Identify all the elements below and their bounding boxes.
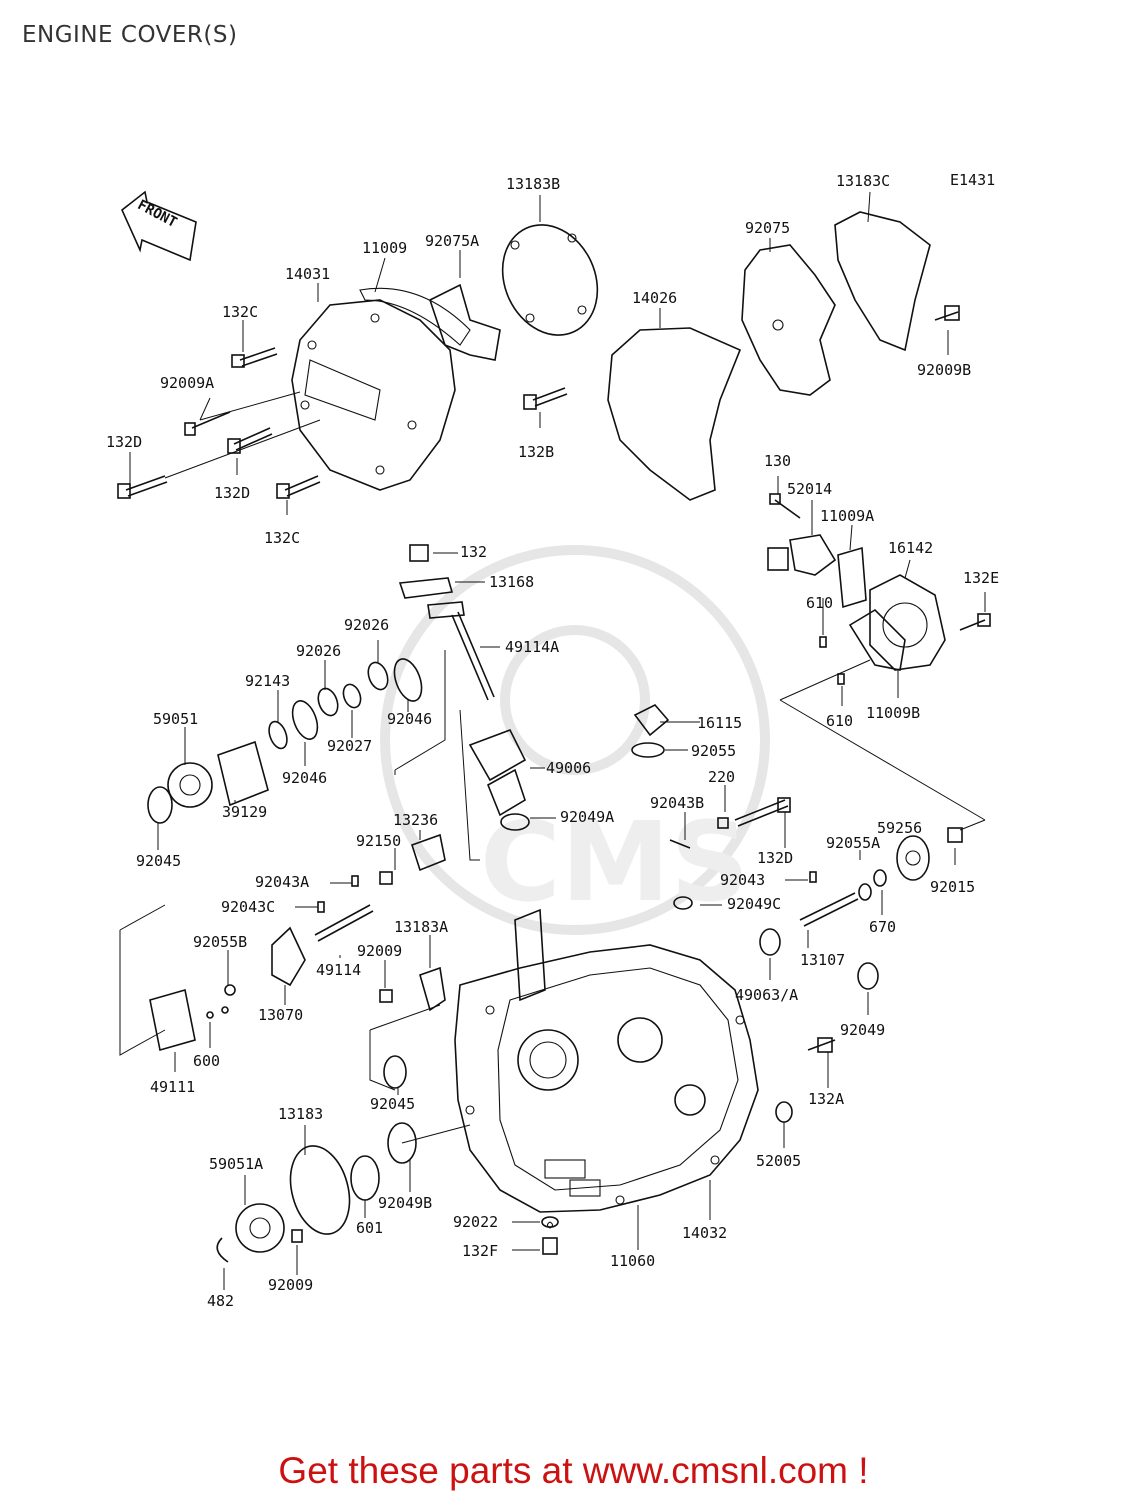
label-92027: 92027 xyxy=(327,737,372,755)
oil-filler-group xyxy=(514,704,963,1123)
label-59051A: 59051A xyxy=(209,1155,263,1173)
label-52014: 52014 xyxy=(787,480,832,498)
label-13070: 13070 xyxy=(258,1006,303,1024)
label-49114: 49114 xyxy=(316,961,361,979)
leader-lines xyxy=(129,191,986,1290)
watermark-logo: CMS xyxy=(380,545,770,935)
label-92022: 92022 xyxy=(453,1213,498,1231)
label-92075A: 92075A xyxy=(425,232,479,250)
label-13183A: 13183A xyxy=(394,918,448,936)
label-13107: 13107 xyxy=(800,951,845,969)
label-130: 130 xyxy=(764,452,791,470)
label-92046-a: 92046 xyxy=(387,710,432,728)
shift-kick-group xyxy=(119,544,530,1091)
label-13183: 13183 xyxy=(278,1105,323,1123)
label-92009A: 92009A xyxy=(160,374,214,392)
label-92055: 92055 xyxy=(691,742,736,760)
label-92026-a: 92026 xyxy=(344,616,389,634)
label-92055A: 92055A xyxy=(826,834,880,852)
label-16142: 16142 xyxy=(888,539,933,557)
label-92043A: 92043A xyxy=(255,873,309,891)
label-482: 482 xyxy=(207,1292,234,1310)
footer-link-text[interactable]: Get these parts at www.cmsnl.com ! xyxy=(278,1450,869,1491)
label-92143: 92143 xyxy=(245,672,290,690)
label-92026-b: 92026 xyxy=(296,642,341,660)
label-52005: 52005 xyxy=(756,1152,801,1170)
page-title: ENGINE COVER(S) xyxy=(22,22,238,48)
label-220: 220 xyxy=(708,768,735,786)
label-49006: 49006 xyxy=(546,759,591,777)
label-92055B: 92055B xyxy=(193,933,247,951)
label-92075: 92075 xyxy=(745,219,790,237)
label-14031: 14031 xyxy=(285,265,330,283)
label-11009: 11009 xyxy=(362,239,407,257)
label-49114A: 49114A xyxy=(505,638,559,656)
part-11009-gasket xyxy=(359,287,471,346)
label-59256: 59256 xyxy=(877,819,922,837)
front-arrow-icon: FRONT xyxy=(121,190,197,262)
bottom-gears-group xyxy=(216,1122,471,1263)
label-13168: 13168 xyxy=(489,573,534,591)
label-92049B: 92049B xyxy=(378,1194,432,1212)
part-92075A xyxy=(429,283,501,361)
label-11009B: 11009B xyxy=(866,704,920,722)
watermark-text: CMS xyxy=(480,798,749,926)
label-92009-a: 92009 xyxy=(357,942,402,960)
label-132D-b: 132D xyxy=(214,484,250,502)
label-132A: 132A xyxy=(808,1090,844,1108)
part-14026-cover xyxy=(607,327,742,501)
label-92009B: 92009B xyxy=(917,361,971,379)
label-601: 601 xyxy=(356,1219,383,1237)
label-49111: 49111 xyxy=(150,1078,195,1096)
label-132B: 132B xyxy=(518,443,554,461)
label-92009-b: 92009 xyxy=(268,1276,313,1294)
label-11060: 11060 xyxy=(610,1252,655,1270)
bolts-top xyxy=(117,305,960,499)
label-14026: 14026 xyxy=(632,289,677,307)
label-132: 132 xyxy=(460,543,487,561)
label-11009A: 11009A xyxy=(820,507,874,525)
label-132E: 132E xyxy=(963,569,999,587)
label-92045-a: 92045 xyxy=(136,852,181,870)
gasket-hole xyxy=(772,319,784,331)
label-92049: 92049 xyxy=(840,1021,885,1039)
label-13236: 13236 xyxy=(393,811,438,829)
label-49063A: 49063/A xyxy=(735,986,798,1004)
part-13183B-plate xyxy=(501,224,599,336)
label-13183B: 13183B xyxy=(506,175,560,193)
label-92046-b: 92046 xyxy=(282,769,327,787)
label-92150: 92150 xyxy=(356,832,401,850)
label-92015: 92015 xyxy=(930,878,975,896)
part-13183C-plate xyxy=(834,211,931,352)
label-14032: 14032 xyxy=(682,1224,727,1242)
label-670: 670 xyxy=(869,918,896,936)
label-92043C: 92043C xyxy=(221,898,275,916)
label-92043B: 92043B xyxy=(650,794,704,812)
label-13183C: 13183C xyxy=(836,172,890,190)
label-610-b: 610 xyxy=(826,712,853,730)
label-132D-c: 132D xyxy=(757,849,793,867)
label-59051: 59051 xyxy=(153,710,198,728)
ref-code: E1431 xyxy=(950,171,995,189)
label-39129: 39129 xyxy=(222,803,267,821)
part-14031-cover xyxy=(291,299,456,491)
label-132C-a: 132C xyxy=(222,303,258,321)
label-92049C: 92049C xyxy=(727,895,781,913)
part-labels: E1431 13183B 13183C 11009 92075A 92075 1… xyxy=(106,171,999,1310)
label-132F: 132F xyxy=(462,1242,498,1260)
front-label: FRONT xyxy=(135,197,180,231)
part-14032-crankcase-cover xyxy=(454,944,759,1255)
part-92075-gasket xyxy=(741,244,836,396)
label-610-a: 610 xyxy=(806,594,833,612)
exploded-parts-diagram: CMS FRONT xyxy=(106,171,999,1310)
label-92049A: 92049A xyxy=(560,808,614,826)
label-16115: 16115 xyxy=(697,714,742,732)
label-132C-b: 132C xyxy=(264,529,300,547)
water-pump-group xyxy=(767,493,991,831)
label-600: 600 xyxy=(193,1052,220,1070)
label-92043: 92043 xyxy=(720,871,765,889)
label-92045-b: 92045 xyxy=(370,1095,415,1113)
label-132D-a: 132D xyxy=(106,433,142,451)
